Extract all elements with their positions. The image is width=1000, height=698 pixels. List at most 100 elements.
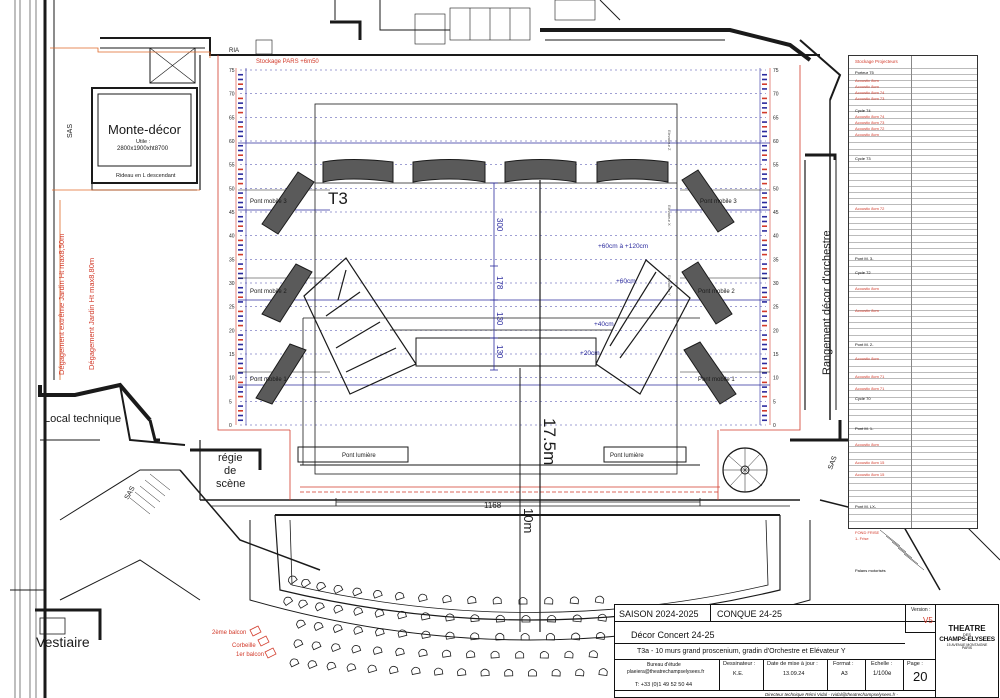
schedule-row-line: [849, 440, 977, 441]
batten-tick: [238, 78, 243, 81]
schedule-row-label: Acoustic 8cm 72: [855, 206, 885, 211]
batten-tick: [238, 391, 243, 393]
seat: [490, 650, 500, 659]
local-technique: Local technique: [44, 413, 121, 425]
batten-tick: [762, 357, 767, 360]
format-value: A3: [841, 671, 848, 677]
seat: [374, 609, 385, 618]
schedule-row-line: [849, 520, 977, 522]
schedule-row-line: [849, 452, 977, 454]
row-number: 20: [229, 328, 235, 334]
batten-tick: [238, 220, 243, 223]
seat: [372, 590, 383, 599]
seat: [492, 596, 502, 605]
batten-tick: [762, 244, 767, 246]
batten-tick: [238, 83, 243, 85]
batten-tick: [238, 414, 243, 417]
batten-tick: [238, 197, 243, 199]
batten-tick: [762, 154, 767, 156]
seat: [411, 666, 421, 675]
seat: [314, 602, 325, 612]
batten-tick: [238, 215, 243, 218]
batten-tick: [238, 357, 243, 360]
schedule-row-line: [849, 154, 977, 156]
schedule-row-line: [849, 390, 977, 392]
dim-130a: 130: [495, 312, 504, 326]
batten-tick: [762, 121, 767, 123]
pont-mobile-1-left: Pont mobile 1: [250, 377, 287, 383]
seat: [597, 613, 607, 622]
batten-tick: [762, 107, 767, 109]
elevateur-y: Elevateur Y: [667, 275, 672, 296]
saison-label: SAISON 2024-2025: [619, 609, 699, 619]
schedule-row-line: [849, 409, 977, 410]
dimension-lines: [335, 180, 701, 632]
batten-tick: [238, 419, 243, 422]
batten-tick: [238, 372, 243, 374]
row-number: 0: [229, 423, 232, 429]
schedule-row-line: [849, 371, 977, 373]
elevateur-z: Elevateur Z: [667, 130, 672, 151]
seat: [445, 613, 455, 622]
batten-tick: [762, 253, 767, 256]
schedule-row-line: [849, 210, 977, 212]
batten-tick: [238, 410, 243, 412]
seat: [288, 575, 298, 585]
batten-tick: [762, 149, 767, 152]
seat: [316, 582, 327, 592]
seat: [333, 604, 344, 614]
elev-20: +20cm: [580, 350, 600, 357]
seat: [433, 667, 444, 676]
schedule-row-line: [849, 173, 977, 175]
dim-300: 300: [495, 218, 504, 232]
seat: [528, 669, 537, 677]
seat: [333, 585, 344, 594]
schedule-row-label: Acoustic 8cm 15: [855, 460, 885, 465]
row-number: 65: [773, 115, 779, 121]
schedule-row-line: [849, 316, 977, 317]
batten-tick: [762, 291, 767, 294]
batten-tick: [762, 144, 767, 147]
row-number: 20: [773, 328, 779, 334]
schedule-row-line: [849, 117, 977, 119]
seat: [351, 645, 362, 654]
schedule-row-line: [849, 241, 977, 243]
batten-tick: [762, 178, 767, 180]
row-number: 45: [773, 210, 779, 216]
batten-tick: [238, 126, 243, 128]
pont-mobile-1-right: Pont mobile 1: [698, 377, 735, 383]
batten-tick: [238, 348, 243, 351]
seat: [313, 622, 324, 632]
schedule-row-label: Acoustic 8cm: [855, 132, 879, 137]
batten-tick: [238, 149, 243, 152]
seat: [480, 668, 490, 677]
vestiaire-label: Vestiaire: [36, 634, 90, 650]
degagement-extreme: Dégagement extrême Jardin Ht max8,50m: [57, 234, 66, 375]
schedule-row-line: [849, 167, 977, 169]
bureau-email: plaeiera@theatrechampselysees.fr: [627, 669, 705, 675]
batten-tick: [762, 348, 767, 351]
batten-tick: [238, 405, 243, 407]
schedule-row-line: [849, 161, 977, 162]
seat: [594, 595, 605, 604]
batten-tick: [762, 320, 767, 322]
batten-tick: [762, 381, 767, 384]
schedule-row-line: [849, 297, 977, 299]
batten-tick: [762, 225, 767, 227]
batten-tick: [238, 362, 243, 365]
batten-tick: [238, 159, 243, 161]
batten-tick: [762, 192, 767, 194]
seat: [296, 619, 306, 629]
row-number: 15: [229, 352, 235, 358]
row-number: 65: [229, 115, 235, 121]
row-number: 75: [773, 68, 779, 74]
schedule-row-line: [849, 111, 977, 113]
schedule-row-line: [849, 99, 977, 100]
schedule-row-label: Acoustic 8cm 71: [855, 374, 885, 379]
title-block: SAISON 2024-2025 CONQUE 24-25 Version : …: [614, 604, 999, 698]
row-number: 50: [229, 186, 235, 192]
seat: [466, 650, 476, 659]
schedule-row-line: [849, 365, 977, 367]
schedule-row-label: FOND FRISE: [855, 530, 880, 535]
